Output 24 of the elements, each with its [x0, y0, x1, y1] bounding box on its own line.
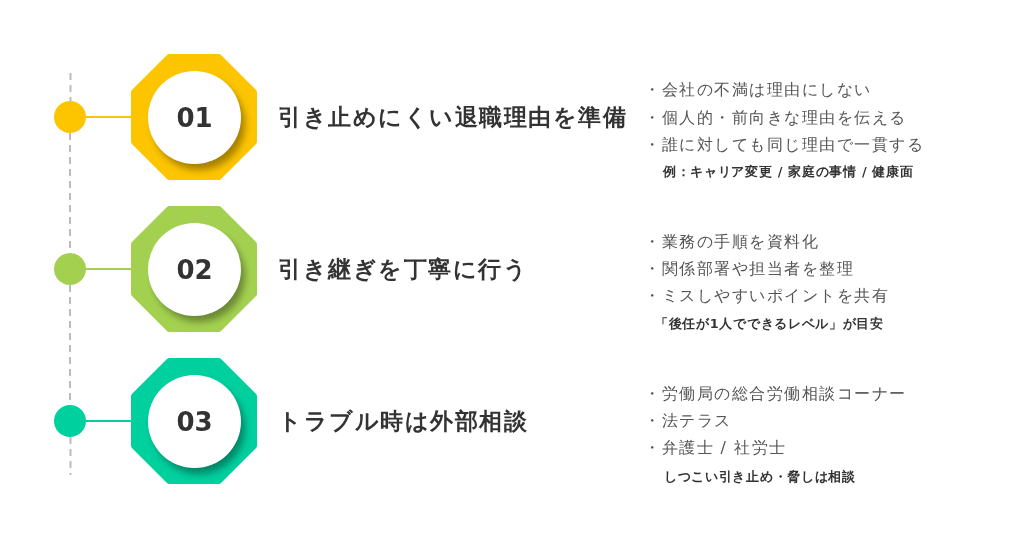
note-text: しつこい引き止め・脅しは相談	[664, 468, 856, 486]
connector-line	[85, 268, 132, 270]
timeline-dot	[54, 253, 86, 285]
timeline-dot	[54, 405, 86, 437]
octagon-badge	[131, 206, 257, 332]
bullet-point-text: ・個人的・前向きな理由を伝える	[644, 107, 907, 129]
timeline-dot	[54, 101, 86, 133]
step-heading: 引き止めにくい退職理由を準備	[278, 103, 627, 132]
bullet-point-text: ・法テラス	[644, 410, 732, 432]
bullet-point-text: ・誰に対しても同じ理由で一貫する	[644, 134, 924, 156]
bullet-point-text: ・弁護士 / 社労士	[644, 437, 787, 459]
connector-line	[85, 116, 132, 118]
bullet-point-text: ・ミスしやすいポイントを共有	[644, 285, 889, 307]
note-text: 「後任が1人でできるレベル」が目安	[655, 315, 884, 333]
connector-line	[85, 420, 132, 422]
bullet-point-text: ・会社の不満は理由にしない	[644, 79, 872, 101]
bullet-point-text: ・労働局の総合労働相談コーナー	[644, 383, 907, 405]
step-heading: 引き継ぎを丁寧に行う	[278, 255, 528, 284]
step-heading: トラブル時は外部相談	[278, 407, 528, 436]
bullet-point-text: ・業務の手順を資料化	[644, 231, 819, 253]
octagon-badge	[131, 358, 257, 484]
octagon-badge	[131, 54, 257, 180]
note-text: 例：キャリア変更 / 家庭の事情 / 健康面	[663, 163, 914, 181]
bullet-point-text: ・関係部署や担当者を整理	[644, 258, 854, 280]
